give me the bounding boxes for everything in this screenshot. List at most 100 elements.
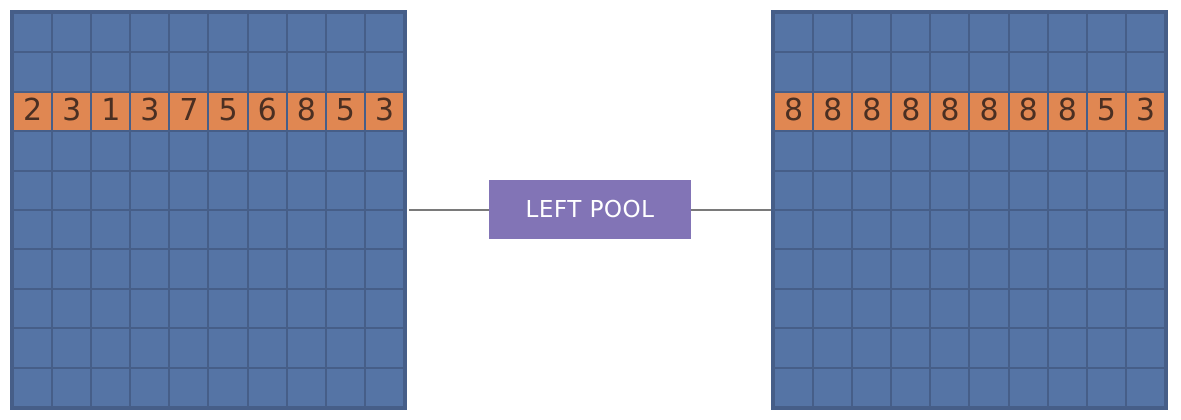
input-highlight-cell: 3 xyxy=(365,92,403,131)
output-cell xyxy=(1087,171,1125,209)
output-cell xyxy=(775,171,813,209)
input-cell xyxy=(365,132,403,170)
input-cell xyxy=(53,211,91,249)
input-highlight-cell: 2 xyxy=(14,92,52,131)
output-cell xyxy=(853,171,891,209)
input-cell xyxy=(53,289,91,328)
input-cell xyxy=(365,171,403,209)
input-cell xyxy=(53,14,91,52)
input-cell xyxy=(131,289,169,328)
output-highlight-cell: 3 xyxy=(1126,92,1164,131)
input-cell xyxy=(326,132,364,170)
output-cell xyxy=(970,53,1008,91)
input-cell xyxy=(92,14,130,52)
input-cell xyxy=(326,211,364,249)
output-cell xyxy=(853,329,891,367)
output-cell xyxy=(1009,132,1047,170)
output-cell xyxy=(1009,329,1047,367)
input-cell xyxy=(248,329,286,367)
input-cell xyxy=(14,211,52,249)
output-cell xyxy=(931,14,969,52)
input-cell xyxy=(209,171,247,209)
input-highlight-cell: 5 xyxy=(326,92,364,131)
input-cell xyxy=(131,53,169,91)
input-highlight-cell: 5 xyxy=(209,92,247,131)
input-cell xyxy=(209,329,247,367)
output-cell xyxy=(853,211,891,249)
input-highlight-cell: 6 xyxy=(248,92,286,131)
output-cell xyxy=(853,250,891,288)
input-cell xyxy=(326,14,364,52)
input-cell xyxy=(365,250,403,288)
input-highlight-cell: 3 xyxy=(53,92,91,131)
input-cell xyxy=(248,14,286,52)
output-cell xyxy=(775,329,813,367)
input-cell xyxy=(131,368,169,406)
input-cell xyxy=(287,368,325,406)
input-cell xyxy=(326,53,364,91)
output-cell xyxy=(814,329,852,367)
output-cell xyxy=(892,53,930,91)
input-cell xyxy=(92,368,130,406)
input-cell xyxy=(248,132,286,170)
input-cell xyxy=(14,14,52,52)
output-cell xyxy=(1009,171,1047,209)
input-cell xyxy=(287,132,325,170)
input-cell xyxy=(131,132,169,170)
output-highlight-cell: 5 xyxy=(1087,92,1125,131)
input-cell xyxy=(14,250,52,288)
output-cell xyxy=(931,289,969,328)
output-cell xyxy=(814,250,852,288)
input-cell xyxy=(365,53,403,91)
input-cell xyxy=(92,132,130,170)
output-cell xyxy=(1126,132,1164,170)
output-highlight-cell: 8 xyxy=(892,92,930,131)
output-highlight-cell: 8 xyxy=(853,92,891,131)
output-cell xyxy=(970,368,1008,406)
output-cell xyxy=(1087,132,1125,170)
input-cell xyxy=(14,132,52,170)
output-cell xyxy=(1087,14,1125,52)
output-cell xyxy=(970,289,1008,328)
input-cell xyxy=(287,211,325,249)
input-cell xyxy=(326,329,364,367)
output-cell xyxy=(1048,211,1086,249)
output-cell xyxy=(1126,53,1164,91)
input-cell xyxy=(365,368,403,406)
output-highlight-cell: 8 xyxy=(970,92,1008,131)
output-cell xyxy=(1087,289,1125,328)
input-cell xyxy=(53,250,91,288)
output-cell xyxy=(1009,211,1047,249)
output-cell xyxy=(1126,211,1164,249)
input-cell xyxy=(248,53,286,91)
output-cell xyxy=(853,368,891,406)
input-cell xyxy=(131,329,169,367)
output-highlight-cell: 8 xyxy=(1009,92,1047,131)
input-cell xyxy=(287,329,325,367)
output-cell xyxy=(775,132,813,170)
output-cell xyxy=(814,289,852,328)
input-cell xyxy=(365,14,403,52)
input-cell xyxy=(326,171,364,209)
output-cell xyxy=(931,211,969,249)
output-cell xyxy=(1126,289,1164,328)
input-cell xyxy=(326,289,364,328)
output-highlight-cell: 8 xyxy=(775,92,813,131)
input-cell xyxy=(14,289,52,328)
input-highlight-cell: 1 xyxy=(92,92,130,131)
input-cell xyxy=(131,250,169,288)
input-cell xyxy=(131,211,169,249)
output-cell xyxy=(1087,211,1125,249)
output-cell xyxy=(970,14,1008,52)
output-cell xyxy=(814,171,852,209)
input-cell xyxy=(170,289,208,328)
output-cell xyxy=(892,211,930,249)
output-cell xyxy=(1126,368,1164,406)
input-cell xyxy=(326,250,364,288)
output-cell xyxy=(1048,329,1086,367)
output-highlight-cell: 8 xyxy=(931,92,969,131)
output-cell xyxy=(814,368,852,406)
output-cell xyxy=(1126,329,1164,367)
output-cell xyxy=(1126,250,1164,288)
